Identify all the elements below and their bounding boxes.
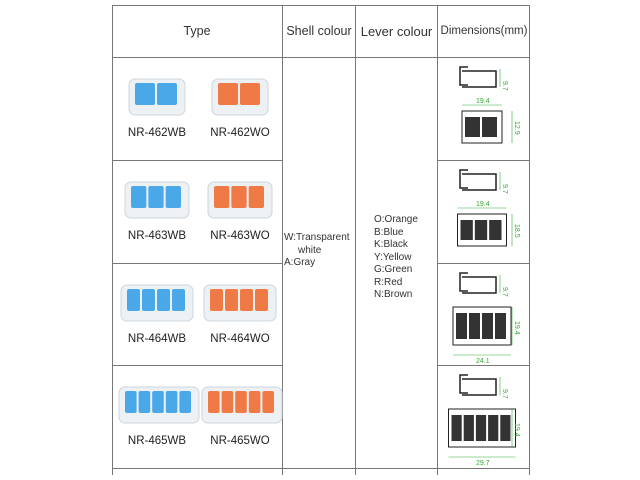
svg-text:19.4: 19.4 bbox=[476, 98, 490, 105]
dimension-drawing: 9.7 19.4 24.1 bbox=[440, 265, 528, 370]
product-wo: NR-462WO bbox=[200, 75, 280, 139]
divider bbox=[437, 160, 530, 161]
connector-image bbox=[117, 281, 197, 325]
lever-colour: N:Brown bbox=[374, 289, 413, 300]
svg-text:9.7: 9.7 bbox=[501, 389, 508, 399]
shell-colour: A:Gray bbox=[284, 257, 316, 268]
product-wb: NR-463WB bbox=[117, 178, 197, 242]
model-label: NR-465WB bbox=[127, 435, 187, 447]
divider bbox=[112, 57, 530, 58]
divider bbox=[112, 263, 282, 264]
svg-text:19.4: 19.4 bbox=[513, 321, 520, 335]
header-type: Type bbox=[183, 24, 211, 38]
shell-colour-list: W:Transparent white A:Gray bbox=[284, 232, 356, 270]
model-label: NR-464WO bbox=[210, 333, 270, 345]
lever-colour: R:Red bbox=[374, 276, 403, 288]
divider bbox=[437, 365, 530, 366]
product-wb: NR-464WB bbox=[117, 281, 197, 345]
svg-text:9.7: 9.7 bbox=[501, 287, 508, 297]
svg-text:18.5: 18.5 bbox=[513, 224, 520, 238]
product-wb: NR-462WB bbox=[117, 75, 197, 139]
divider bbox=[112, 468, 530, 469]
svg-text:12.9: 12.9 bbox=[513, 121, 520, 135]
connector-image bbox=[200, 75, 280, 119]
model-label: NR-462WO bbox=[210, 127, 270, 139]
lever-colour: Y:Yellow bbox=[374, 251, 412, 263]
divider bbox=[437, 5, 438, 475]
model-label: NR-464WB bbox=[127, 333, 187, 345]
svg-text:9.7: 9.7 bbox=[501, 184, 508, 194]
connector-image bbox=[200, 383, 283, 427]
svg-text:19.4: 19.4 bbox=[513, 423, 520, 437]
product-table bbox=[112, 5, 530, 475]
model-label: NR-462WB bbox=[127, 127, 187, 139]
connector-image bbox=[117, 178, 197, 222]
divider bbox=[355, 5, 356, 475]
connector-image bbox=[117, 75, 197, 119]
svg-text:19.4: 19.4 bbox=[476, 201, 490, 208]
dimension-drawing: 9.7 19.4 29.7 bbox=[440, 367, 528, 472]
product-wo: NR-463WO bbox=[200, 178, 280, 242]
connector-image bbox=[200, 178, 280, 222]
shell-colour: W:Transparent bbox=[284, 232, 350, 243]
product-wo: NR-465WO bbox=[200, 383, 283, 447]
connector-image bbox=[200, 281, 280, 325]
divider bbox=[437, 263, 530, 264]
shell-colour: white bbox=[298, 244, 322, 256]
dimension-drawing: 9.7 18.5 19.4 bbox=[440, 162, 528, 267]
header-dimensions: Dimensions(mm) bbox=[440, 25, 528, 37]
model-label: NR-463WB bbox=[127, 230, 187, 242]
divider bbox=[282, 5, 283, 475]
lever-colour: K:Black bbox=[374, 239, 408, 250]
connector-image bbox=[117, 383, 200, 427]
svg-text:29.7: 29.7 bbox=[476, 460, 490, 467]
lever-colour: O:Orange bbox=[374, 214, 418, 225]
model-label: NR-463WO bbox=[210, 230, 270, 242]
divider bbox=[112, 365, 282, 366]
lever-colour: B:Blue bbox=[374, 226, 404, 238]
svg-text:9.7: 9.7 bbox=[501, 81, 508, 91]
lever-colour: G:Green bbox=[374, 264, 413, 275]
header-shell-colour: Shell colour bbox=[286, 24, 352, 38]
product-wo: NR-464WO bbox=[200, 281, 280, 345]
header-lever-colour: Lever colour bbox=[360, 23, 433, 39]
dimension-drawing: 9.7 12.9 19.4 bbox=[440, 59, 528, 164]
divider bbox=[112, 160, 282, 161]
model-label: NR-465WO bbox=[210, 435, 270, 447]
product-wb: NR-465WB bbox=[117, 383, 200, 447]
svg-text:24.1: 24.1 bbox=[476, 358, 490, 365]
